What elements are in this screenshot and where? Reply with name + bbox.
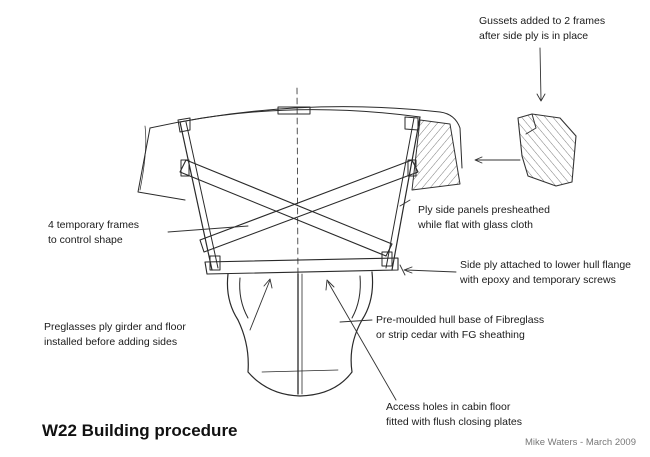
right-side-panel xyxy=(391,116,421,271)
hull-gusset xyxy=(411,119,461,191)
annotation-preglass: Preglasses ply girder and floor installe… xyxy=(44,321,186,348)
left-side-panel xyxy=(179,121,213,271)
detached-gusset xyxy=(517,113,577,187)
deck-frame-right xyxy=(404,116,419,131)
annotation-ply-side: Ply side panels presheathed while flat w… xyxy=(418,204,550,231)
annotation-side-attach: Side ply attached to lower hull flange w… xyxy=(460,259,632,286)
annotation-premoulded: Pre-moulded hull base of Fibreglass or s… xyxy=(376,314,545,341)
deck-inner-curve xyxy=(179,109,421,123)
hull-base xyxy=(226,271,374,397)
page-title: W22 Building procedure xyxy=(42,421,238,440)
annotation-gussets: Gussets added to 2 frames after side ply… xyxy=(479,15,606,42)
brace-1 xyxy=(179,159,393,257)
centerline xyxy=(296,87,299,281)
brace-2 xyxy=(199,159,419,253)
deck-frame-mid xyxy=(277,106,311,115)
author-credit: Mike Waters - March 2009 xyxy=(524,437,636,448)
annotation-temp-frames: 4 temporary frames to control shape xyxy=(48,219,140,246)
floor-flange xyxy=(204,257,399,275)
deck-frame-left xyxy=(177,117,191,133)
annotation-access: Access holes in cabin floor fitted with … xyxy=(386,401,522,428)
left-deck-edge xyxy=(137,127,186,201)
